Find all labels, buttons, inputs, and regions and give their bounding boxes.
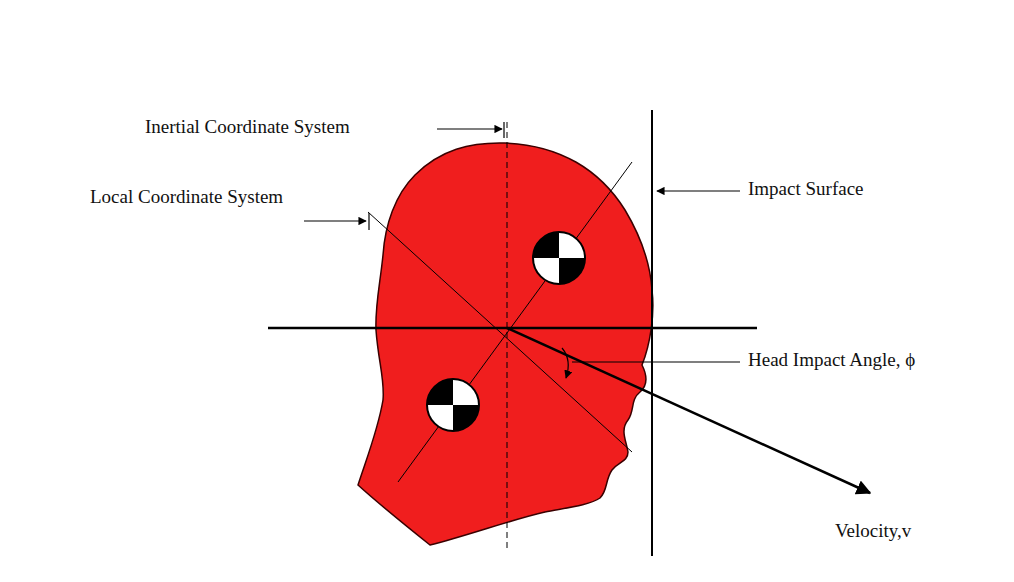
local-axis bbox=[368, 212, 632, 452]
callout-label: Local Coordinate System bbox=[90, 187, 283, 208]
callout-label: Velocity,v bbox=[835, 521, 911, 542]
inertial-horizontal-axis bbox=[268, 327, 757, 330]
local-axis bbox=[398, 162, 632, 482]
callout-label: Impact Surface bbox=[748, 179, 864, 200]
head-silhouette bbox=[358, 143, 653, 545]
impact-surface bbox=[651, 110, 653, 556]
angle-arc bbox=[562, 348, 568, 378]
target-marker bbox=[427, 379, 479, 431]
leader-line bbox=[304, 122, 740, 362]
inertial-vertical-axis bbox=[507, 122, 508, 552]
callout-label: Head Impact Angle, ϕ bbox=[748, 350, 915, 371]
target-marker bbox=[533, 232, 585, 284]
callout-label: Inertial Coordinate System bbox=[145, 117, 350, 138]
